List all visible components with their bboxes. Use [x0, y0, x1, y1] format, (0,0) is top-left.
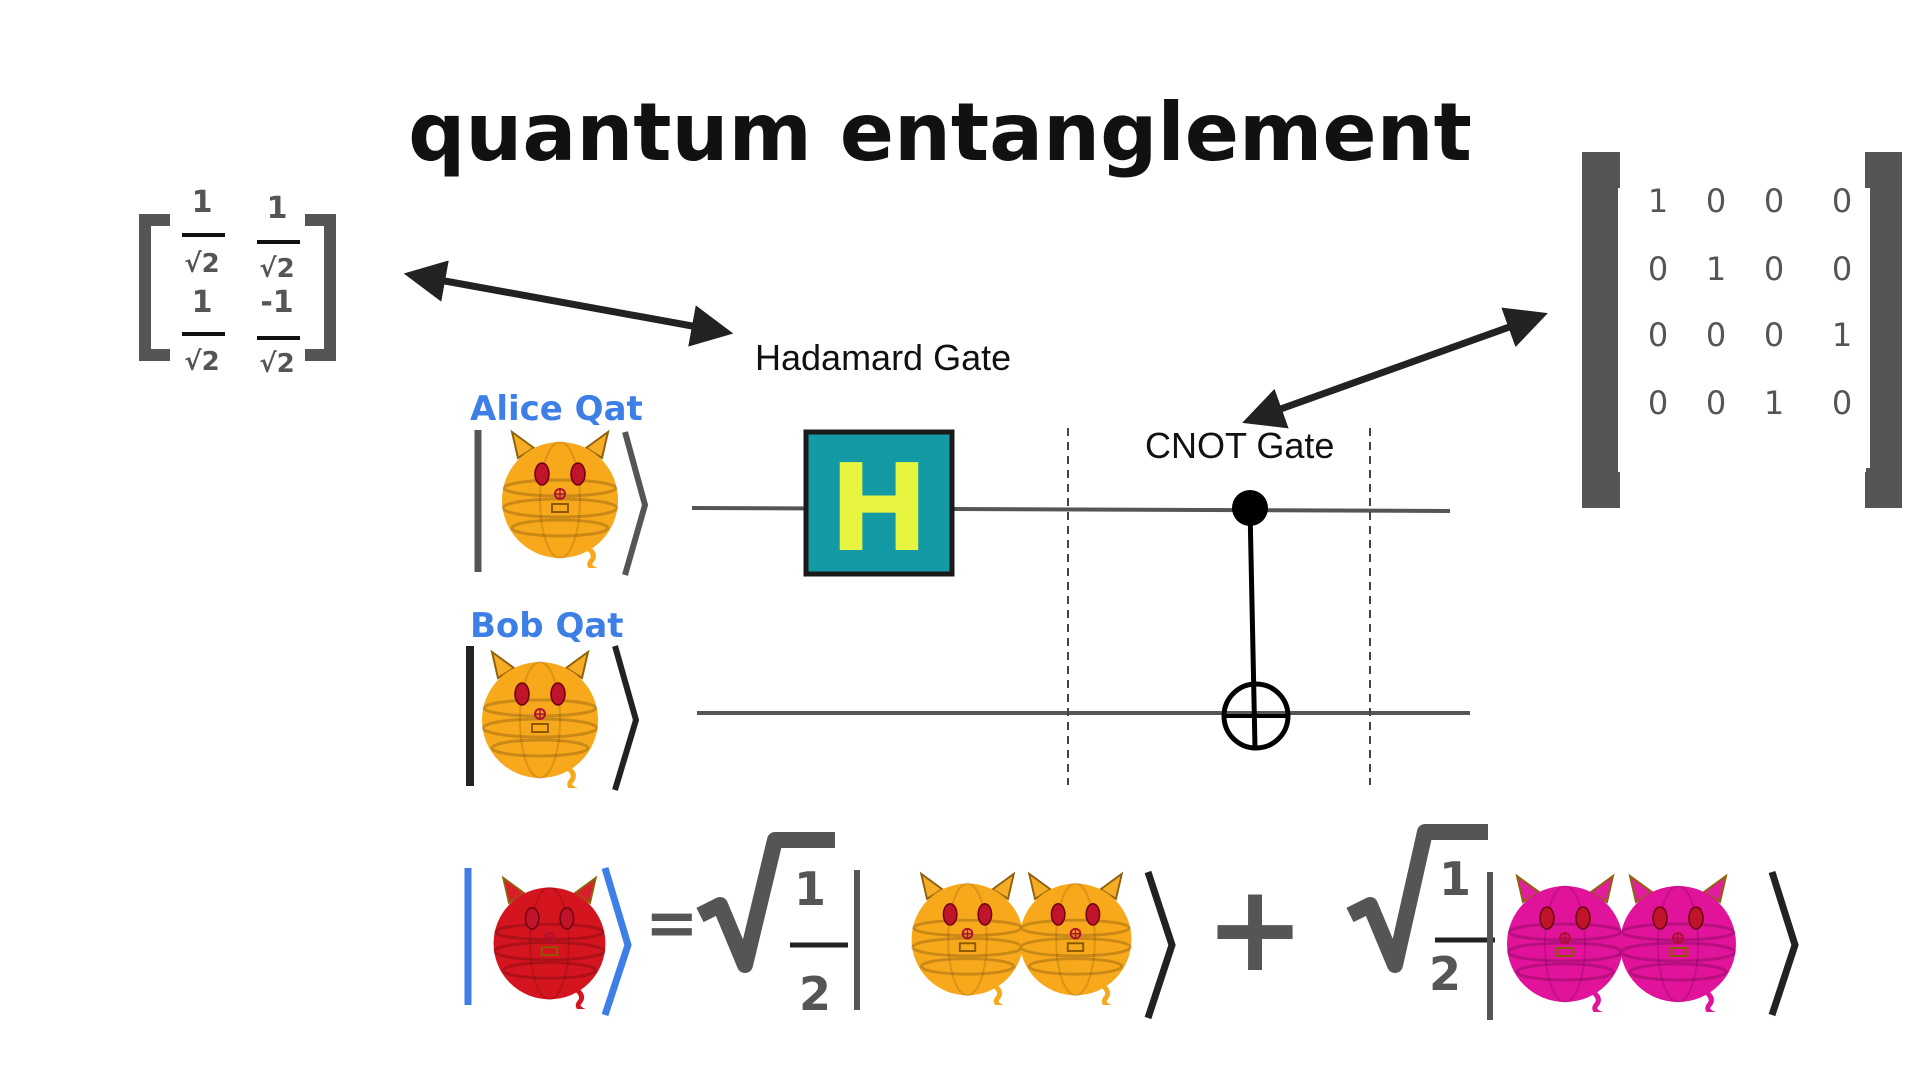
equals-sign: = — [645, 887, 699, 961]
qat-one-icon-b — [1620, 876, 1740, 1022]
sqrt-denominator: 2 — [799, 967, 831, 1021]
cnot-matrix-cell: 0 — [1706, 316, 1726, 354]
h-matrix-cell: √2 — [184, 347, 219, 377]
cnot-matrix-cell: 1 — [1706, 250, 1726, 288]
plus-sign: + — [1205, 860, 1306, 999]
hadamard-matrix: 1 √2 1 √2 1 √2 -1 √2 — [139, 185, 336, 379]
bob-qat-icon — [482, 652, 602, 798]
entangled-qat-icon — [494, 878, 610, 1019]
bob-qat-ket — [466, 645, 640, 798]
cnot-label: CNOT Gate — [1145, 425, 1334, 466]
cnot-matrix-cell: 0 — [1648, 250, 1668, 288]
h-matrix-cell: 1 — [192, 185, 213, 220]
alice-qat-ket — [474, 430, 649, 578]
cnot-gate[interactable] — [1221, 490, 1291, 751]
cnot-matrix-cell: 0 — [1648, 316, 1668, 354]
hadamard-gate[interactable]: H — [803, 429, 955, 579]
page-title: quantum entanglement — [408, 86, 1472, 179]
hadamard-arrow — [403, 260, 734, 347]
cnot-matrix-cell: 0 — [1832, 182, 1852, 220]
cnot-matrix-cell: 0 — [1764, 316, 1784, 354]
cnot-matrix-cell: 0 — [1648, 384, 1668, 422]
qat-zero-icon-b — [1020, 874, 1136, 1015]
hadamard-gate-letter: H — [829, 440, 929, 579]
cnot-matrix-cell: 0 — [1832, 250, 1852, 288]
cnot-matrix-cell: 1 — [1648, 182, 1668, 220]
h-matrix-cell: -1 — [260, 285, 293, 320]
cnot-matrix-cell: 0 — [1764, 182, 1784, 220]
bob-qat-label: Bob Qat — [470, 606, 624, 646]
h-matrix-cell: 1 — [267, 191, 288, 226]
hadamard-label: Hadamard Gate — [755, 337, 1011, 378]
qat-zero-icon-a — [912, 874, 1028, 1015]
cnot-matrix-cell: 0 — [1832, 384, 1852, 422]
sqrt-numerator: 1 — [1439, 852, 1471, 906]
cnot-matrix-cell: 0 — [1706, 384, 1726, 422]
h-matrix-cell: 1 — [192, 285, 213, 320]
sqrt-denominator: 2 — [1429, 947, 1461, 1001]
qat-one-icon-a — [1507, 876, 1627, 1022]
h-matrix-cell: √2 — [259, 349, 294, 379]
cnot-matrix-cell: 0 — [1706, 182, 1726, 220]
cnot-matrix-cell: 1 — [1764, 384, 1784, 422]
h-matrix-cell: √2 — [259, 254, 294, 284]
cnot-matrix-cell: 1 — [1832, 316, 1852, 354]
entangled-state-equation: = 1 2 + 1 2 — [464, 824, 1799, 1022]
sqrt-numerator: 1 — [794, 862, 826, 916]
h-matrix-cell: √2 — [184, 249, 219, 279]
alice-qat-icon — [502, 432, 622, 578]
cnot-arrow — [1242, 307, 1548, 429]
alice-qat-label: Alice Qat — [470, 389, 643, 429]
cnot-matrix-cell: 0 — [1764, 250, 1784, 288]
